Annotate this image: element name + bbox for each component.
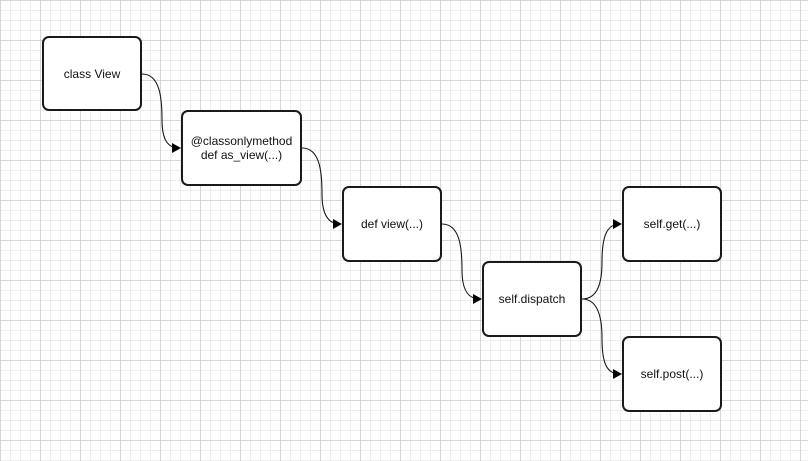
as-view-decorator-label: @classonlymethod bbox=[190, 134, 293, 148]
def-view-node[interactable]: def view(...) bbox=[342, 186, 442, 262]
edge-as-view-to-def-view bbox=[301, 147, 341, 225]
get-label: self.get(...) bbox=[643, 217, 701, 231]
edge-def-view-to-dispatch bbox=[441, 223, 481, 300]
arrowhead-get bbox=[613, 219, 622, 229]
dispatch-label: self.dispatch bbox=[498, 292, 566, 306]
class-view-label: class View bbox=[63, 66, 121, 81]
arrowhead-dispatch bbox=[473, 294, 482, 304]
dispatch-node[interactable]: self.dispatch bbox=[482, 261, 582, 337]
as-view-def-label: def as_view(...) bbox=[200, 148, 283, 162]
edge-dispatch-to-get bbox=[581, 223, 621, 300]
edge-dispatch-to-post bbox=[581, 298, 621, 375]
get-node[interactable]: self.get(...) bbox=[622, 186, 722, 262]
arrowhead-post bbox=[613, 369, 622, 379]
edge-view-to-as-view bbox=[141, 73, 180, 149]
as-view-node[interactable]: @classonlymethod def as_view(...) bbox=[181, 110, 302, 186]
class-view-node[interactable]: class View bbox=[42, 36, 142, 111]
def-view-label: def view(...) bbox=[360, 217, 423, 231]
post-node[interactable]: self.post(...) bbox=[622, 336, 722, 412]
arrowhead-def-view bbox=[333, 219, 342, 229]
post-label: self.post(...) bbox=[640, 367, 704, 381]
arrowhead-as-view bbox=[172, 143, 181, 153]
